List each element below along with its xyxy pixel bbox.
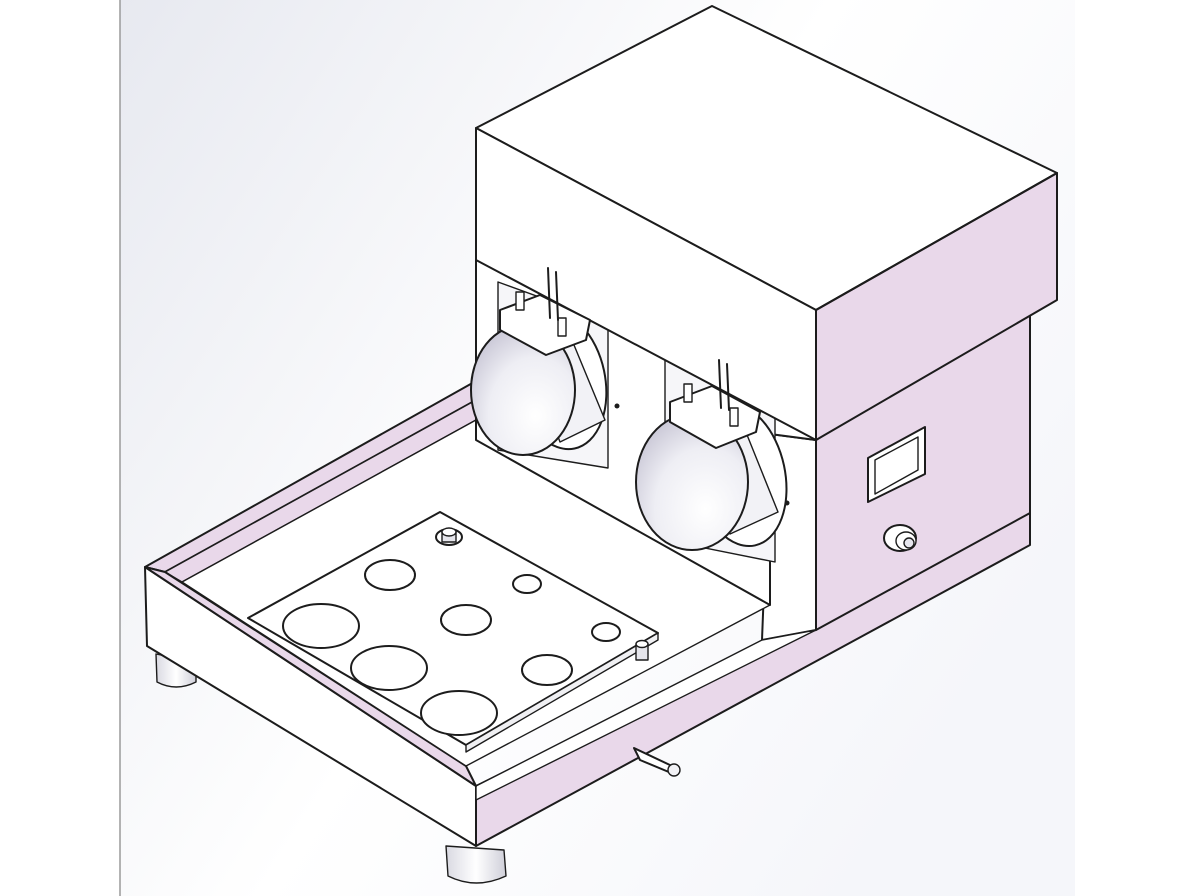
fan-left — [470, 267, 608, 456]
plate-hole — [521, 654, 573, 686]
plate-hole — [282, 603, 360, 649]
power-connector — [883, 524, 917, 552]
plate-hole — [420, 690, 498, 736]
plate-hole — [591, 622, 621, 642]
plate-hole — [512, 574, 542, 594]
plate-post — [435, 527, 463, 546]
plate-hole — [440, 604, 492, 636]
drain-nozzle — [633, 747, 681, 777]
plate-hole — [364, 559, 416, 591]
foot-front-center — [445, 845, 507, 884]
plate-hole — [350, 645, 428, 691]
plate-corner-post — [635, 639, 649, 661]
perforated-plate — [247, 511, 659, 753]
upper-enclosure — [475, 5, 1058, 441]
display-panel — [867, 426, 926, 503]
base-top-rim — [475, 629, 817, 801]
fan-right — [635, 359, 788, 551]
